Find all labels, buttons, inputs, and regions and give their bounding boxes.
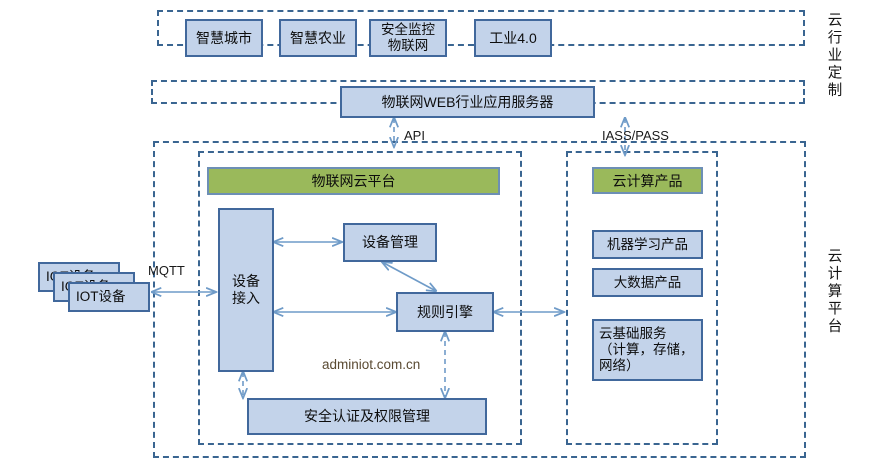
api-label: API: [404, 128, 425, 143]
web-application-server-box[interactable]: 物联网WEB行业应用服务器: [340, 86, 595, 118]
cloud-product-big-data[interactable]: 大数据产品: [592, 268, 703, 297]
cloud-platform-outer-container: [153, 141, 806, 458]
iot-device-box-front[interactable]: IOT设备: [68, 282, 150, 312]
device-management-box[interactable]: 设备管理: [343, 223, 437, 262]
device-access-box[interactable]: 设备 接入: [218, 208, 274, 372]
industry-box-smart-agriculture[interactable]: 智慧农业: [279, 19, 357, 57]
cloud-product-machine-learning[interactable]: 机器学习产品: [592, 230, 703, 259]
cloud-product-infrastructure[interactable]: 云基础服务 （计算，存储， 网络）: [592, 319, 703, 381]
cloud-products-header: 云计算产品: [592, 167, 703, 194]
watermark-label: adminiot.com.cn: [322, 357, 421, 372]
rule-engine-box[interactable]: 规则引擎: [396, 292, 494, 332]
cloud-products-container: [566, 151, 718, 445]
industry-box-industry-40[interactable]: 工业4.0: [474, 19, 552, 57]
security-auth-box[interactable]: 安全认证及权限管理: [247, 398, 487, 435]
side-label-cloud-industry-customization: 云行业定制: [825, 12, 842, 100]
industry-box-security-monitoring-iot[interactable]: 安全监控 物联网: [369, 19, 447, 57]
mqtt-label: MQTT: [148, 263, 185, 278]
side-label-cloud-computing-platform: 云计算平台: [825, 248, 842, 336]
iot-platform-container: [198, 151, 522, 445]
industry-box-smart-city[interactable]: 智慧城市: [185, 19, 263, 57]
iot-platform-header: 物联网云平台: [207, 167, 500, 195]
iass-pass-label: IASS/PASS: [602, 128, 669, 143]
